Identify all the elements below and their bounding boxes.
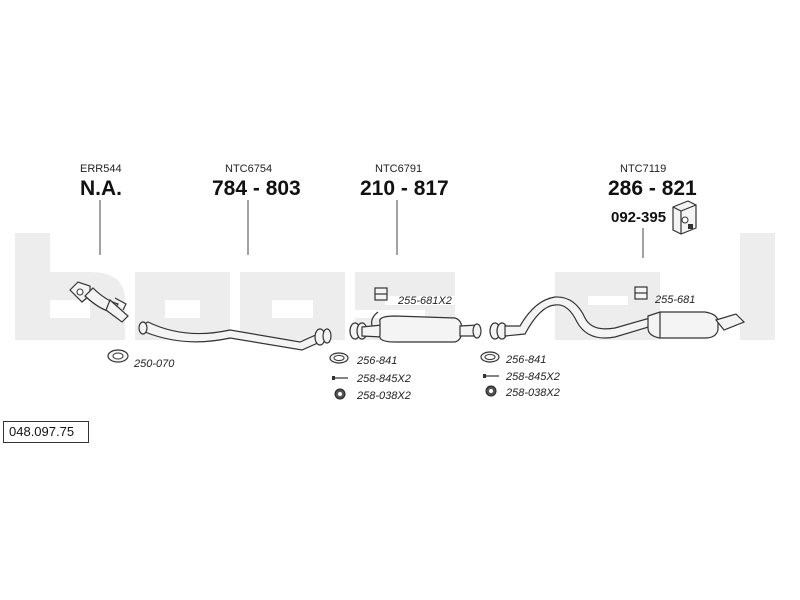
fitting-label-8: 258-038X2 — [505, 387, 560, 399]
rear-silencer-icon — [647, 311, 746, 339]
fitting-label-2: 255-681X2 — [397, 295, 452, 307]
front-pipe-icon — [69, 281, 129, 323]
section-code-2: NTC6754 — [225, 163, 272, 175]
rubber-hanger-icon — [374, 287, 388, 301]
seal-ring-icon — [329, 352, 349, 364]
center-silencer-icon — [349, 311, 482, 343]
section-code-4: NTC7119 — [620, 163, 666, 175]
fitting-label-3: 256-841 — [356, 355, 397, 367]
reference-number: 048.097.75 — [3, 421, 89, 443]
mounting-bracket-icon — [672, 200, 697, 235]
section-part-3: 210 - 817 — [360, 177, 449, 200]
section-code-1: ERR544 — [80, 163, 122, 175]
fitting-label-5: 258-038X2 — [356, 390, 411, 402]
fitting-label-7: 258-845X2 — [505, 371, 560, 383]
nut-icon — [334, 388, 346, 400]
gasket-ring-icon — [107, 349, 129, 363]
section-header-4: NTC7119 286 - 821 092-395 — [608, 163, 697, 258]
section-header-2: NTC6754 784 - 803 — [212, 163, 301, 255]
nut-icon-2 — [485, 385, 497, 397]
fitting-label-1: 250-070 — [133, 358, 175, 370]
section-part-2: 784 - 803 — [212, 177, 301, 200]
rubber-hanger-icon-rear — [634, 286, 648, 300]
seal-ring-icon-2 — [480, 351, 500, 363]
section-part-1: N.A. — [80, 177, 122, 200]
section-header-1: ERR544 N.A. — [80, 163, 122, 255]
extra-part-number: 092-395 — [611, 209, 666, 226]
fitting-label-4: 258-845X2 — [356, 373, 411, 385]
bolt-icon — [332, 376, 348, 380]
section-part-4: 286 - 821 — [608, 177, 697, 200]
intermediate-pipe-icon — [138, 321, 332, 351]
section-code-3: NTC6791 — [375, 163, 422, 175]
section-header-3: NTC6791 210 - 817 — [360, 163, 449, 255]
bolt-icon-2 — [483, 374, 499, 378]
fitting-label-9: 255-681 — [654, 294, 695, 306]
fitting-label-6: 256-841 — [505, 354, 546, 366]
